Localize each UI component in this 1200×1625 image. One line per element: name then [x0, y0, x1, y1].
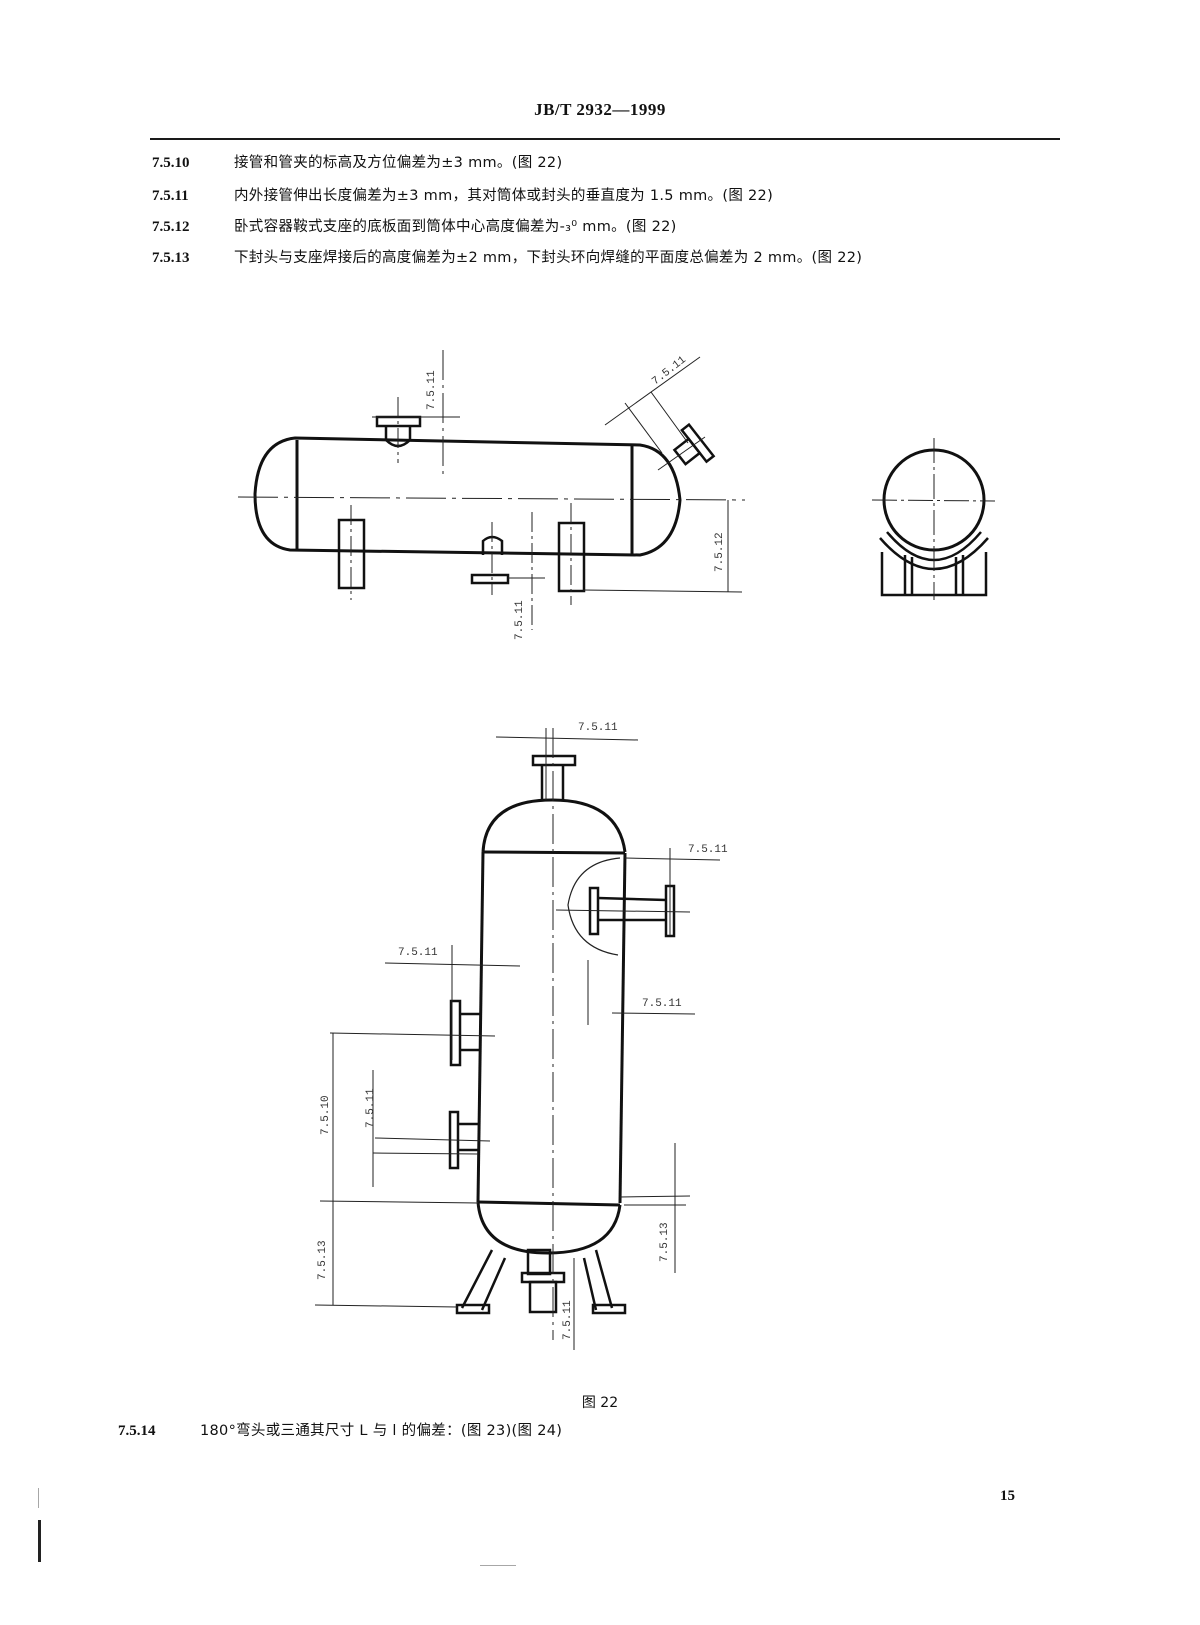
label-left-height: 7.5.10 [320, 1095, 332, 1135]
label-right-bottom: 7.5.13 [659, 1222, 671, 1262]
clause-7-5-14: 7.5.14 180°弯头或三通其尺寸 L 与 l 的偏差：(图 23)(图 24… [118, 1420, 562, 1441]
clause-text: 180°弯头或三通其尺寸 L 与 l 的偏差：(图 23)(图 24) [200, 1423, 563, 1439]
scan-artifact-footer [480, 1565, 516, 1566]
clause-text: 卧式容器鞍式支座的底板面到筒体中心高度偏差为-₃⁰ mm。(图 22) [234, 219, 677, 235]
clause-number: 7.5.10 [152, 155, 190, 171]
clause-number: 7.5.12 [152, 219, 190, 235]
clause-number: 7.5.14 [118, 1423, 156, 1439]
page-number: 15 [1000, 1488, 1015, 1504]
clause-text: 内外接管伸出长度偏差为±3 mm，其对筒体或封头的垂直度为 1.5 mm。(图 … [234, 188, 774, 204]
scan-artifact-mark [38, 1520, 41, 1562]
label-left-angled: 7.5.11 [365, 1088, 377, 1128]
label-right-upper: 7.5.11 [688, 844, 728, 856]
clause-7-5-13: 7.5.13 下封头与支座焊接后的高度偏差为±2 mm，下封头环向焊缝的平面度总偏… [152, 247, 862, 268]
header-rule [150, 138, 1060, 140]
figure-caption: 图 22 [581, 1395, 619, 1411]
clause-number: 7.5.13 [152, 250, 190, 266]
clause-7-5-12: 7.5.12 卧式容器鞍式支座的底板面到筒体中心高度偏差为-₃⁰ mm。(图 22… [152, 216, 677, 237]
label-right-mid: 7.5.11 [642, 998, 682, 1010]
label-bottom-nozzle: 7.5.11 [562, 1300, 574, 1340]
clause-7-5-10: 7.5.10 接管和管夹的标高及方位偏差为±3 mm。(图 22) [152, 152, 562, 173]
page-header-title: JB/T 2932—1999 [534, 100, 666, 119]
label-7-5-11-top: 7.5.11 [426, 370, 438, 410]
label-left-upper: 7.5.11 [398, 947, 438, 959]
label-left-bottom: 7.5.13 [317, 1240, 329, 1280]
label-7-5-11-bottom: 7.5.11 [514, 600, 526, 640]
scan-artifact-dots [38, 1488, 39, 1508]
clause-text: 接管和管夹的标高及方位偏差为±3 mm。(图 22) [234, 155, 563, 171]
clause-7-5-11: 7.5.11 内外接管伸出长度偏差为±3 mm，其对筒体或封头的垂直度为 1.5 … [152, 185, 773, 206]
clause-text: 下封头与支座焊接后的高度偏差为±2 mm，下封头环向焊缝的平面度总偏差为 2 m… [234, 250, 863, 266]
label-top-nozzle: 7.5.11 [578, 722, 618, 734]
clause-number: 7.5.11 [152, 188, 189, 204]
label-7-5-12: 7.5.12 [714, 532, 726, 572]
